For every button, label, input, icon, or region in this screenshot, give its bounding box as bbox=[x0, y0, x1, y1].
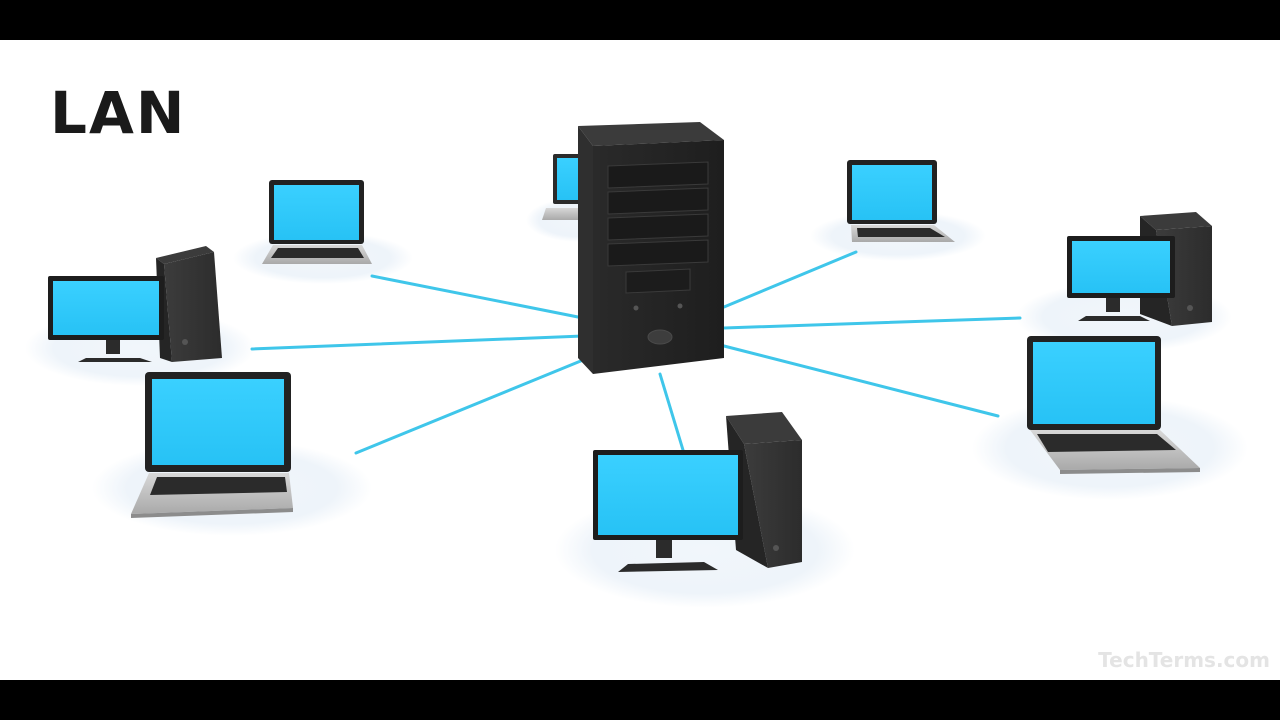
lan-diagram bbox=[25, 122, 1248, 608]
server bbox=[578, 122, 724, 374]
desktop-left bbox=[48, 246, 222, 362]
laptop-back-left bbox=[262, 180, 372, 264]
letterbox-top bbox=[0, 0, 1280, 40]
cable-laptop-front-right bbox=[722, 344, 1000, 418]
cable-laptop-back-right bbox=[722, 250, 858, 309]
laptop-front-left-screen bbox=[152, 379, 284, 465]
laptop-back-right bbox=[847, 160, 955, 242]
desktop-right-screen bbox=[1072, 241, 1170, 293]
letterbox-bottom bbox=[0, 680, 1280, 720]
server-power-button bbox=[647, 329, 673, 345]
cable-laptop-front-left bbox=[354, 356, 590, 455]
desktop-right bbox=[1067, 212, 1212, 326]
cable-desktop-left bbox=[250, 334, 585, 351]
cables bbox=[250, 250, 1022, 455]
watermark: TechTerms.com bbox=[1098, 648, 1270, 672]
diagram-stage: LAN TechTerms.com bbox=[0, 40, 1280, 680]
laptop-back-left-screen bbox=[274, 185, 359, 240]
laptop-front-right bbox=[1027, 336, 1200, 474]
laptop-front-left bbox=[131, 372, 293, 518]
desktop-front-screen bbox=[598, 455, 738, 535]
laptop-back-right-screen bbox=[852, 165, 932, 220]
cable-desktop-right bbox=[722, 316, 1022, 330]
laptop-front-right-screen bbox=[1033, 342, 1155, 424]
desktop-left-screen bbox=[53, 281, 159, 335]
desktop-front bbox=[593, 412, 802, 572]
diagram-title: LAN bbox=[50, 79, 187, 147]
cable-desktop-front bbox=[658, 372, 685, 452]
cable-laptop-back-left bbox=[370, 274, 585, 320]
